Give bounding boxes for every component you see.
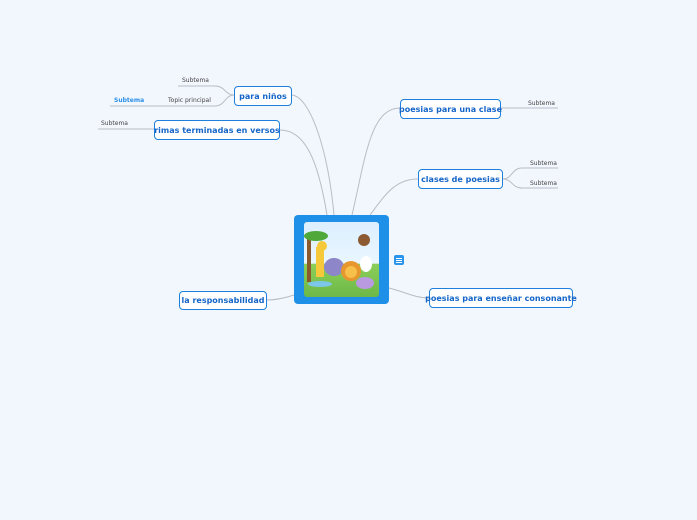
subtopic[interactable]: Subtema — [114, 97, 145, 104]
topic-clases-poesias[interactable]: clases de poesias — [418, 169, 503, 189]
topic-poesias-consonante[interactable]: poesias para enseñar consonante — [425, 288, 577, 308]
connector-responsabilidad — [266, 294, 295, 301]
topic-para-ninos[interactable]: para niños — [234, 86, 292, 106]
connector-clases — [369, 178, 419, 216]
jungle-animals-image — [304, 222, 379, 297]
subtopic[interactable]: Subtema — [182, 77, 209, 84]
connector-poesias-clase — [351, 107, 401, 216]
topic-poesias-clase[interactable]: poesias para una clase — [399, 99, 502, 119]
subtopic-topic-principal[interactable]: Topic principal — [168, 97, 211, 104]
topic-responsabilidad[interactable]: la responsabilidad — [179, 291, 267, 310]
subtopic[interactable]: Subtema — [528, 100, 555, 107]
connector-rimas — [279, 129, 328, 216]
subtopic[interactable]: Subtema — [101, 120, 128, 127]
topic-rimas[interactable]: rimas terminadas en versos — [154, 120, 280, 140]
connector-consonante — [388, 287, 430, 299]
subtopic[interactable]: Subtema — [530, 160, 557, 167]
notes-icon[interactable] — [394, 255, 404, 265]
subtopic[interactable]: Subtema — [530, 180, 557, 187]
connector-para-ninos — [290, 94, 335, 216]
central-topic[interactable] — [294, 215, 389, 304]
